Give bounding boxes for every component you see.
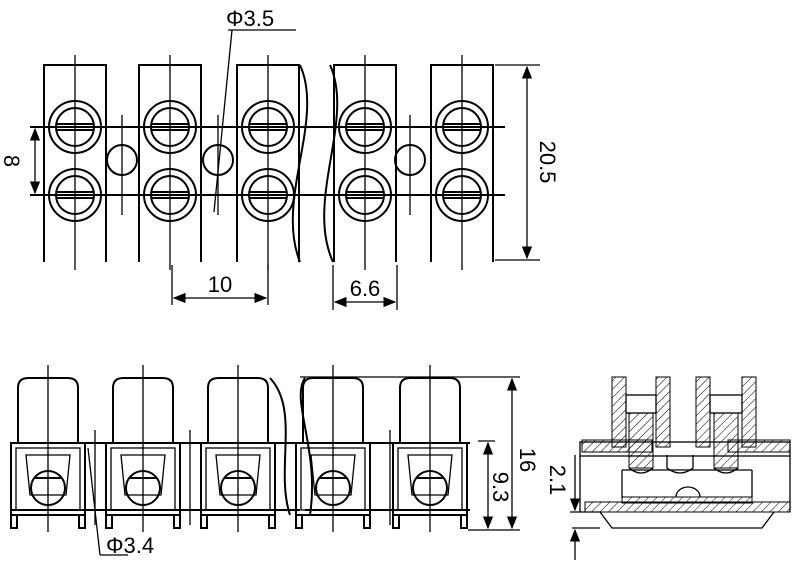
pitch-label: 10: [208, 272, 232, 297]
section-view: [579, 376, 791, 529]
break-line-left: [291, 64, 309, 263]
clamp: [407, 454, 453, 496]
overall-width-label: 20.5: [535, 141, 560, 184]
foot: [173, 514, 181, 529]
terminal-top: [138, 55, 202, 270]
dimension-overall-width: 20.5: [495, 64, 560, 261]
foot: [10, 514, 18, 529]
terminal-side: [295, 365, 371, 532]
dimension-body-width: 6.6: [332, 265, 398, 310]
terminal-side: [392, 365, 468, 532]
foot: [268, 514, 276, 529]
foot: [78, 514, 86, 529]
foot: [105, 514, 113, 529]
top-view: [43, 55, 494, 270]
overall-height-label: 16: [515, 448, 540, 472]
foot: [295, 514, 303, 529]
terminal-side: [105, 365, 181, 532]
terminal-side: [200, 365, 276, 532]
body-height-label: 9.3: [488, 472, 513, 503]
dimension-wire-hole: Φ3.4: [87, 447, 154, 558]
terminal-side: [10, 365, 86, 532]
dimension-base-thickness: 2.1: [545, 455, 600, 560]
row-spacing-label: 8: [0, 155, 24, 167]
foot: [392, 514, 400, 529]
foot: [363, 514, 371, 529]
terminal-top: [43, 55, 107, 270]
side-break-right: [299, 377, 314, 516]
dimension-body-height: 9.3: [478, 440, 513, 530]
foot: [460, 514, 468, 529]
terminal-top: [333, 55, 397, 270]
terminal-top: [430, 55, 494, 270]
clamp: [215, 454, 261, 496]
clamp: [120, 454, 166, 496]
break-line-right: [323, 64, 339, 263]
dimension-overall-height: 16: [300, 376, 540, 531]
dimension-pitch: 10: [171, 265, 269, 305]
dimension-hole-diameter: Φ3.5: [213, 6, 296, 213]
clamp: [310, 454, 356, 496]
clamp: [25, 454, 71, 496]
body-width-label: 6.6: [350, 276, 381, 301]
dimension-row-spacing: 8: [0, 127, 41, 195]
foot: [200, 514, 208, 529]
side-break-left: [269, 377, 291, 516]
wire-hole-diameter-label: Φ3.4: [106, 533, 154, 558]
hole-diameter-label: Φ3.5: [226, 6, 274, 31]
terminal-top: [236, 55, 300, 270]
side-view: [10, 365, 468, 532]
base-thickness-label: 2.1: [545, 465, 570, 496]
